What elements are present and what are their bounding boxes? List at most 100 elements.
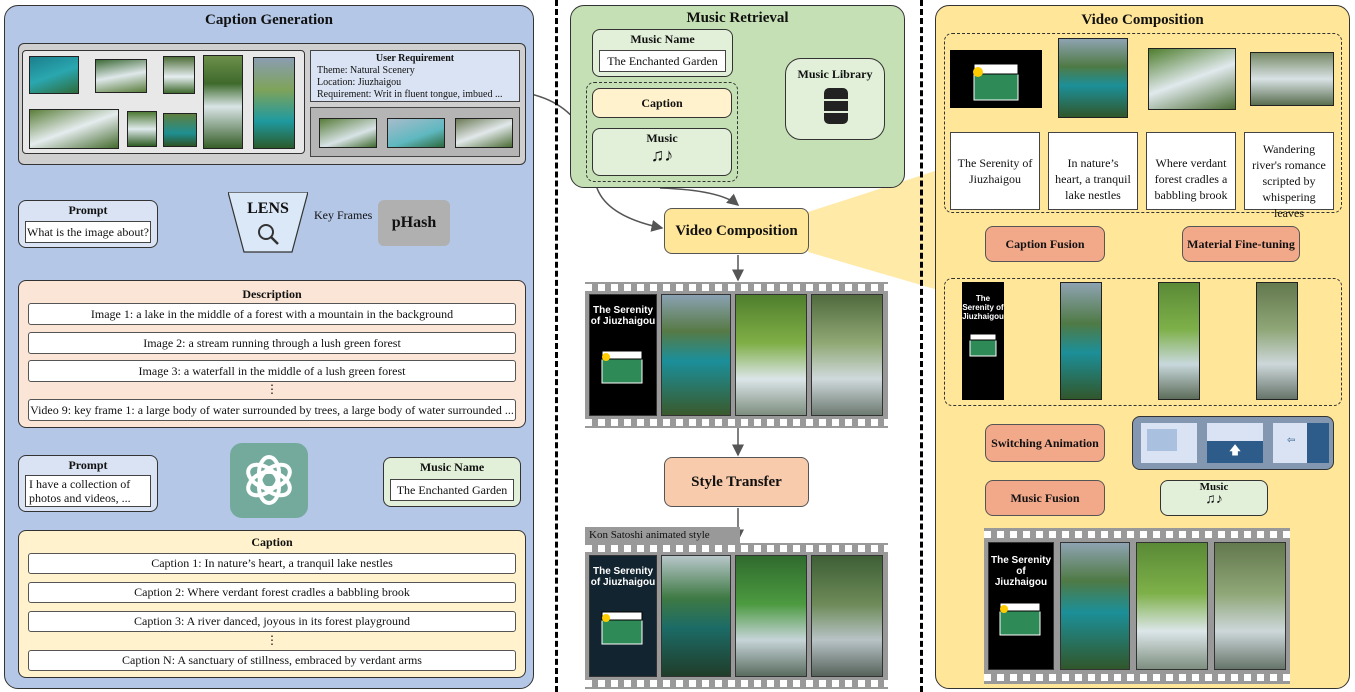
requirement-theme: Theme: Natural Scenery — [317, 65, 415, 76]
caption-line: Caption N: A sanctuary of stillness, emb… — [28, 650, 516, 671]
title-frame: The Serenity of Jiuzhaigou — [988, 542, 1054, 670]
separator-left — [555, 0, 558, 692]
phash-box: pHash — [378, 200, 450, 246]
video-frame — [387, 118, 445, 148]
arrow-music-to-videocomp — [659, 187, 740, 206]
music-retrieval-title: Music Retrieval — [686, 10, 789, 26]
sprocket-row — [984, 531, 1290, 538]
composition-music-box: Music ♫♪ — [1160, 480, 1268, 516]
music-name-box: Music Name The Enchanted Garden — [383, 457, 521, 507]
material-caption-note: The Serenity of Jiuzhaigou — [950, 132, 1040, 210]
scene-frame — [811, 555, 883, 677]
caption-fusion-node: Caption Fusion — [985, 226, 1105, 262]
music-name-title: Music Name — [419, 460, 485, 474]
music-fusion-node: Music Fusion — [985, 480, 1105, 516]
music-library-box: Music Library — [785, 58, 885, 140]
finetuned-frame — [1256, 282, 1298, 400]
scene-frame — [1060, 542, 1130, 670]
sprocket-row — [984, 674, 1290, 681]
description-line: Image 1: a lake in the middle of a fores… — [28, 303, 516, 325]
finetuned-frame — [1060, 282, 1102, 400]
material-photo — [1148, 48, 1236, 110]
chatgpt-logo-icon — [230, 443, 308, 518]
photo-thumbnail — [29, 56, 79, 94]
clapperboard-icon — [973, 63, 1019, 101]
separator-right — [920, 0, 923, 692]
title-frame: The Serenity of Jiuzhaigou — [589, 555, 657, 677]
arrow-up-icon: 🡅 — [1207, 441, 1263, 463]
prompt-box-1: Prompt What is the image about? — [18, 200, 158, 248]
clapperboard-icon — [969, 333, 997, 357]
photo-thumbnail — [29, 109, 119, 149]
materials-group — [944, 33, 1342, 213]
description-line: Image 3: a waterfall in the middle of a … — [28, 360, 516, 382]
finetuned-frame — [1158, 282, 1200, 400]
video-strip — [310, 107, 520, 157]
retrieval-music-box: Music ♫♪ — [592, 128, 732, 176]
prompt-title: Prompt — [68, 203, 108, 217]
material-photo — [1250, 52, 1334, 106]
database-icon — [824, 88, 848, 124]
music-library-label: Music Library — [797, 67, 873, 81]
style-transfer-node: Style Transfer — [664, 457, 809, 507]
caption-line: Caption 2: Where verdant forest cradles … — [28, 582, 516, 603]
video-frame — [455, 118, 513, 148]
user-requirement-heading: User Requirement — [375, 53, 455, 64]
clapper-material — [950, 50, 1042, 108]
final-film-strip: The Serenity of Jiuzhaigou — [984, 528, 1290, 684]
description-line: Video 9: key frame 1: a large body of wa… — [28, 399, 516, 421]
finetuned-title-frame: The Serenity of Jiuzhaigou — [962, 282, 1004, 400]
zoom-callout — [808, 170, 938, 290]
lens-label: LENS — [247, 200, 289, 217]
scene-frame — [661, 294, 731, 416]
user-requirement-note: User Requirement Theme: Natural Scenery … — [310, 50, 520, 102]
retrieval-pair-group — [586, 82, 738, 182]
transition-wipe-up: 🡅 — [1207, 423, 1263, 463]
prompt-text: I have a collection of photos and videos… — [25, 475, 151, 507]
requirement-location: Location: Jiuzhaigou — [317, 77, 402, 88]
style-label: Kon Satoshi animated style — [585, 527, 740, 544]
arrow-left-icon: ⇦ — [1287, 435, 1296, 446]
caption-line: Caption 3: A river danced, joyous in its… — [28, 611, 516, 632]
music-notes-icon: ♫♪ — [650, 145, 674, 165]
description-ellipsis: ⋮ — [266, 382, 278, 396]
retrieval-music-name-box: Music Name The Enchanted Garden — [592, 29, 733, 77]
photo-thumbnail — [127, 111, 157, 147]
video-frame — [319, 118, 377, 148]
scene-frame — [811, 294, 883, 416]
image-board — [22, 50, 305, 154]
music-notes-icon: ♫♪ — [1205, 492, 1223, 507]
caption-line: Caption 1: In nature’s heart, a tranquil… — [28, 553, 516, 574]
video-composition-title: Video Composition — [1081, 12, 1204, 28]
scene-frame — [661, 555, 731, 677]
photo-thumbnail — [163, 56, 195, 94]
prompt-title: Prompt — [68, 458, 108, 472]
film-strip-2: The Serenity of Jiuzhaigou — [585, 543, 888, 689]
video-composition-node: Video Composition — [664, 208, 809, 254]
photo-thumbnail — [253, 57, 295, 149]
film-title: The Serenity of Jiuzhaigou — [590, 566, 656, 588]
openai-knot-icon — [246, 455, 292, 505]
material-caption-note: In nature’s heart, a tranquil lake nestl… — [1048, 132, 1138, 210]
switching-animation-node: Switching Animation — [985, 424, 1105, 462]
sprocket-row — [585, 545, 888, 552]
transition-examples: 🡅 ⇦ — [1132, 416, 1334, 470]
material-finetuning-node: Material Fine-tuning — [1182, 226, 1300, 262]
description-line: Image 2: a stream running through a lush… — [28, 332, 516, 354]
requirement-text: Requirement: Writ in fluent tongue, imbu… — [317, 89, 503, 100]
sprocket-row — [585, 419, 888, 426]
sprocket-row — [585, 680, 888, 687]
photo-thumbnail — [203, 55, 243, 149]
clapperboard-icon — [601, 350, 643, 384]
scene-frame — [735, 555, 807, 677]
material-caption-note: Wandering river's romance scripted by wh… — [1244, 132, 1334, 220]
scene-frame — [735, 294, 807, 416]
material-photo — [1058, 38, 1128, 118]
transition-fade — [1141, 423, 1197, 463]
film-title: The Serenity of Jiuzhaigou — [990, 555, 1052, 588]
sprocket-row — [585, 284, 888, 291]
scene-frame — [1214, 542, 1286, 670]
prompt-text: What is the image about? — [25, 221, 151, 243]
material-caption-note: Where verdant forest cradles a babbling … — [1146, 132, 1236, 210]
